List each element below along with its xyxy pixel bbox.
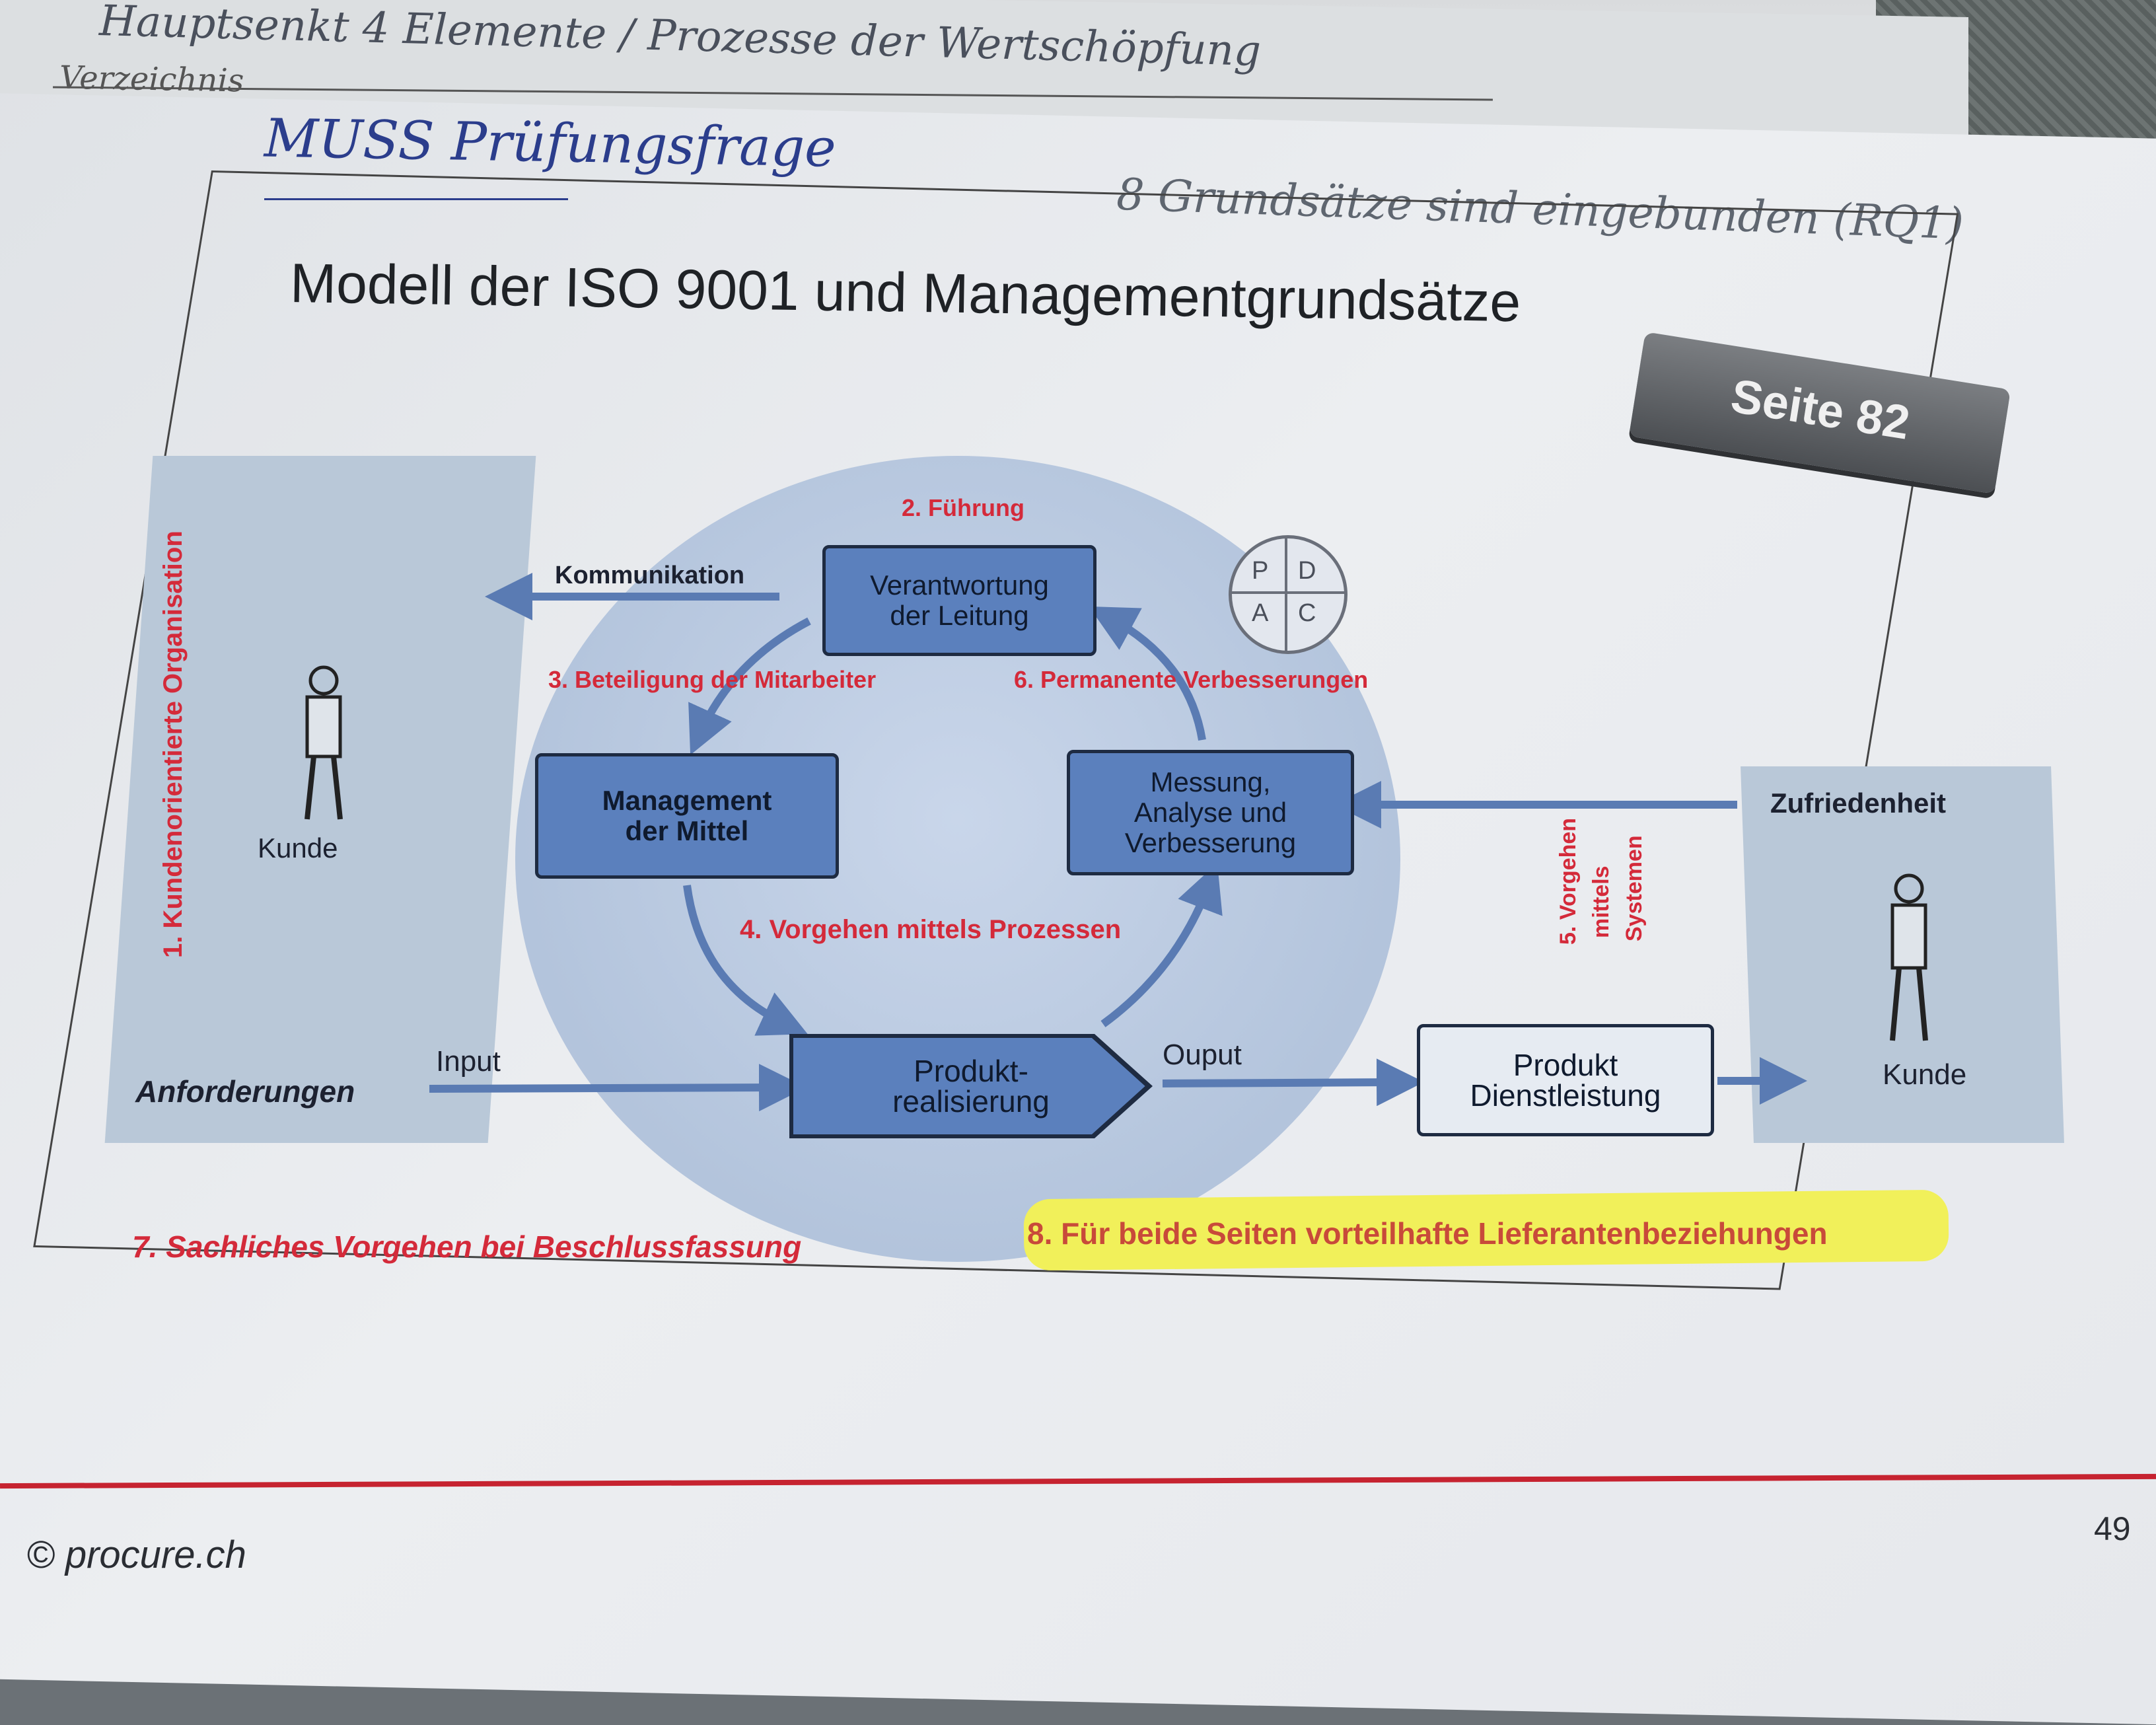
- pdca-wheel: P D A C: [1229, 535, 1348, 654]
- principle-5-line3: Systemen: [1622, 835, 1647, 941]
- diagram-arrows: [429, 573, 1807, 1112]
- principle-8-label: 8. Für beide Seiten vorteilhafte Liefera…: [1027, 1216, 1828, 1251]
- box-product-service: Produkt Dienstleistung: [1417, 1024, 1714, 1136]
- satisfaction-label: Zufriedenheit: [1770, 788, 1947, 819]
- box-resource-management: Management der Mittel: [535, 753, 839, 879]
- input-label: Input: [436, 1045, 501, 1078]
- principle-6-label: 6. Permanente Verbesserungen: [1014, 666, 1369, 693]
- principle-5-line2: mittels: [1589, 865, 1614, 938]
- box-resource-management-line2: der Mittel: [625, 815, 749, 846]
- arrow-resources-to-product: [683, 885, 808, 1036]
- principle-7-label: 7. Sachliches Vorgehen bei Beschlussfass…: [132, 1230, 802, 1264]
- pdca-d: D: [1298, 557, 1316, 585]
- box-product-service-line2: Dienstleistung: [1470, 1078, 1661, 1113]
- arrow-measure-to-leadership: [1089, 606, 1206, 741]
- box-measurement-analysis: Messung, Analyse und Verbesserung: [1067, 750, 1354, 875]
- box-management-responsibility-line1: Verantwortung: [870, 569, 1049, 601]
- right-customer-label: Kunde: [1883, 1058, 1967, 1091]
- footer-copyright: © procure.ch: [26, 1533, 246, 1576]
- input-arrow: [429, 1064, 807, 1112]
- box-product-realization: Produkt- realisierung: [789, 1034, 1153, 1138]
- arrow-product-to-measure: [1100, 863, 1223, 1027]
- principle-5-line1: 5. Vorgehen: [1556, 817, 1581, 945]
- box-product-realization-line1: Produkt-: [914, 1054, 1028, 1088]
- blue-underline: [264, 198, 568, 200]
- left-customer-label: Kunde: [258, 832, 338, 863]
- left-customer-figure: [305, 665, 343, 820]
- pdca-c: C: [1298, 599, 1316, 627]
- box-product-service-line1: Produkt: [1513, 1048, 1618, 1082]
- box-management-responsibility: Verantwortung der Leitung: [822, 545, 1096, 656]
- box-measurement-line2: Analyse und: [1133, 797, 1287, 828]
- box-measurement-line1: Messung,: [1150, 766, 1271, 797]
- principle-3-label: 3. Beteiligung der Mitarbeiter: [548, 666, 877, 693]
- principle-1-label: 1. Kundenorientierte Organisation: [159, 531, 188, 958]
- requirements-label: Anforderungen: [135, 1074, 355, 1109]
- pdca-a: A: [1252, 599, 1269, 627]
- box-product-realization-line2: realisierung: [892, 1084, 1050, 1119]
- box-measurement-line3: Verbesserung: [1124, 827, 1297, 858]
- box-product-realization-inner: Produkt- realisierung: [793, 1038, 1145, 1134]
- box-management-responsibility-line2: der Leitung: [890, 600, 1029, 631]
- right-customer-figure: [1890, 873, 1928, 1041]
- principle-4-label: 4. Vorgehen mittels Prozessen: [740, 915, 1122, 944]
- communication-label: Kommunikation: [555, 562, 745, 589]
- output-label: Ouput: [1163, 1039, 1242, 1071]
- box-resource-management-line1: Management: [602, 785, 772, 816]
- page-number: 49: [2094, 1510, 2131, 1547]
- output-arrow: [1162, 1058, 1424, 1107]
- principle-2-label: 2. Führung: [902, 494, 1024, 521]
- pdca-p: P: [1252, 557, 1269, 585]
- arrow-leadership-to-resources: [688, 617, 811, 755]
